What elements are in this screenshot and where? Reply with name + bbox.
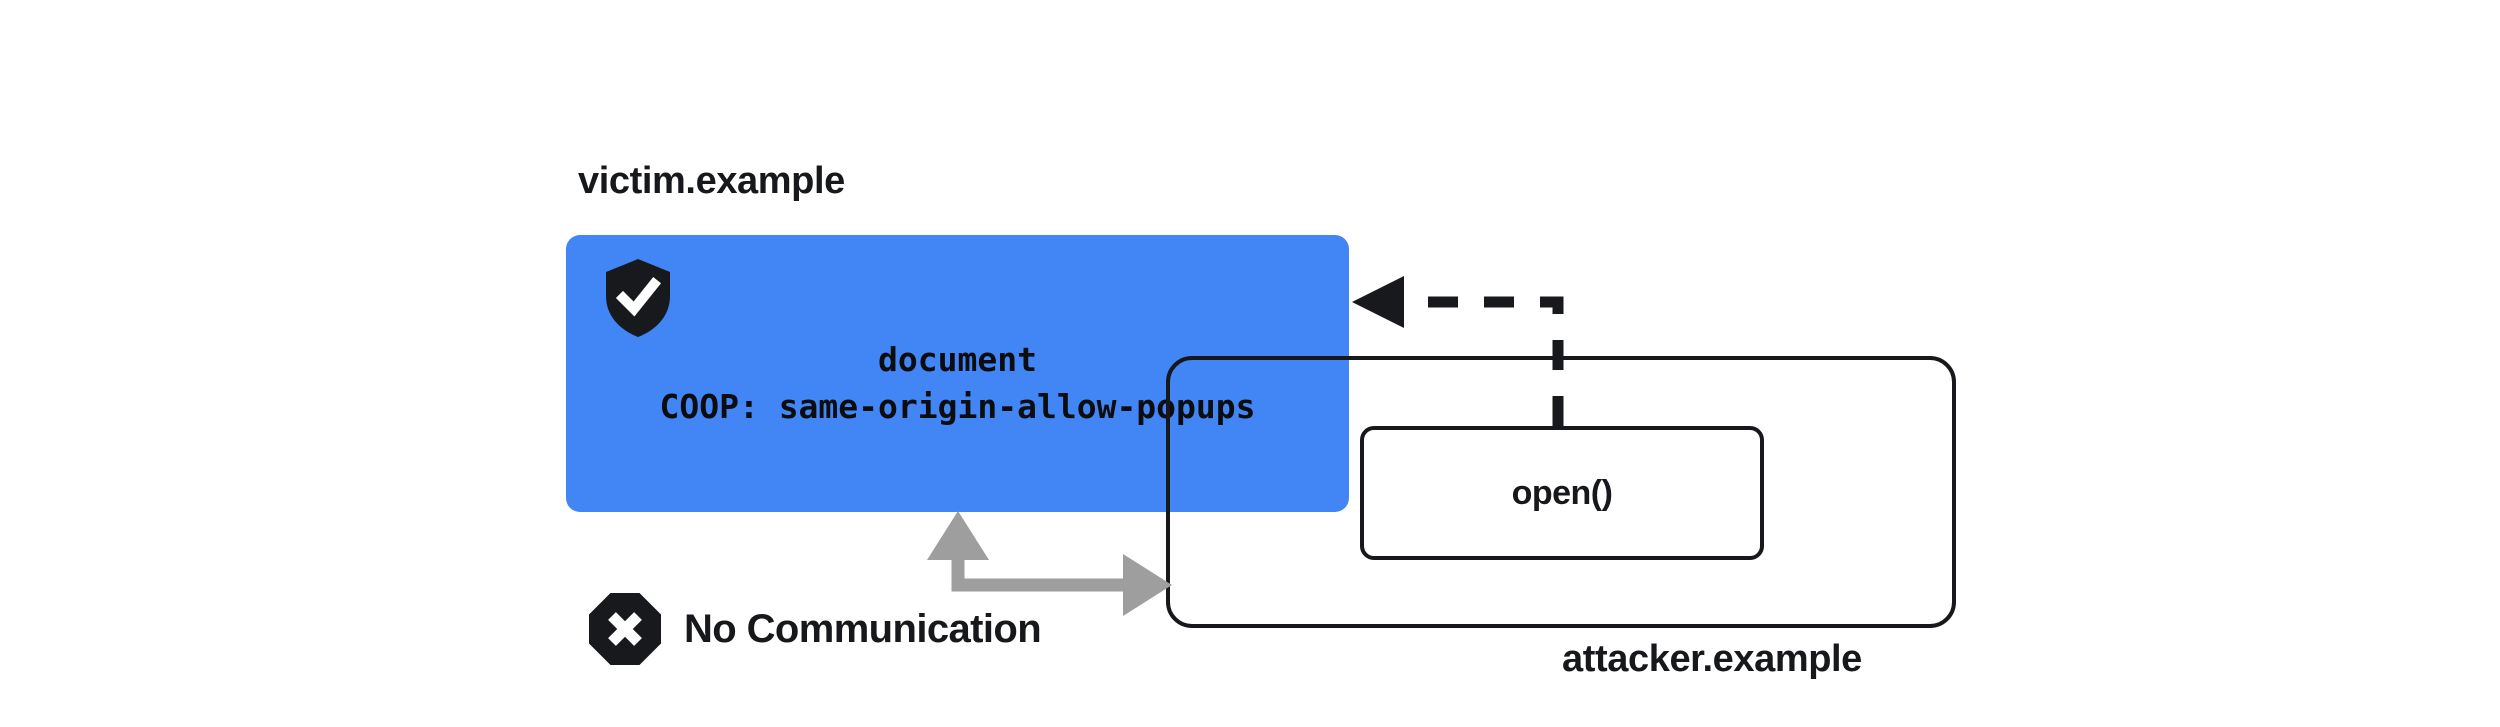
victim-document-box: document COOP: same-origin-allow-popups	[566, 235, 1349, 512]
shield-check-icon	[604, 258, 672, 338]
x-octagon-icon	[588, 592, 662, 666]
open-call-box: open()	[1360, 426, 1764, 560]
document-title-label: document	[878, 340, 1037, 379]
victim-origin-label: victim.example	[578, 160, 845, 202]
open-call-label: open()	[1511, 473, 1613, 512]
attacker-origin-label: attacker.example	[1562, 638, 1862, 680]
victim-document-text: document COOP: same-origin-allow-popups	[566, 343, 1349, 423]
no-communication-annotation: No Communication	[588, 592, 1042, 666]
no-communication-label: No Communication	[684, 606, 1042, 651]
coop-header-label: COOP: same-origin-allow-popups	[659, 387, 1256, 426]
